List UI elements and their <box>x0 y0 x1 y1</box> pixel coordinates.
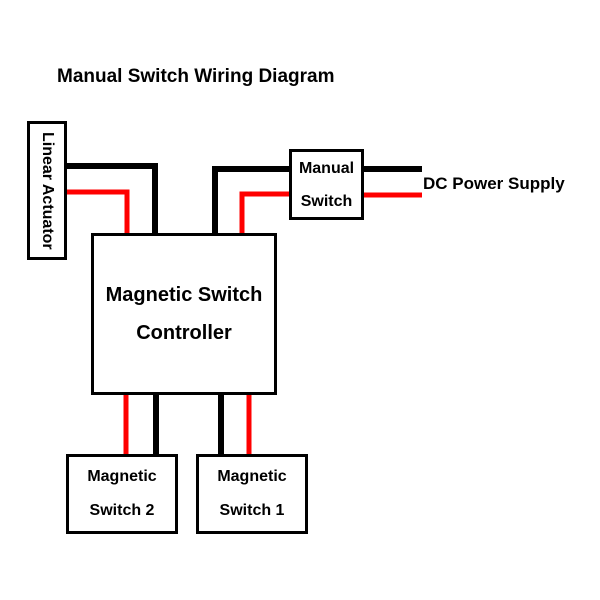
wire-actuator-controller-red <box>66 189 130 235</box>
magnetic-switch-2-label-line1: Magnetic <box>87 468 157 485</box>
magnetic-switch-1-label-line1: Magnetic <box>217 468 287 485</box>
manual-switch-label-line1: Manual <box>298 159 355 177</box>
linear-actuator-label: Linear Actuator <box>39 131 56 250</box>
magnetic-switch-2-box: Magnetic Switch 2 <box>66 454 178 534</box>
controller-label-line2: Controller <box>136 322 232 344</box>
magnetic-switch-1-box: Magnetic Switch 1 <box>196 454 308 534</box>
wire-controller-switch-red <box>239 191 290 235</box>
dc-power-supply-label: DC Power Supply <box>423 174 565 193</box>
diagram-title: Manual Switch Wiring Diagram <box>57 66 335 87</box>
magnetic-switch-2-label-line2: Switch 2 <box>89 502 155 519</box>
linear-actuator-box: Linear Actuator <box>27 121 67 260</box>
controller-box: Magnetic Switch Controller <box>91 233 277 395</box>
manual-switch-box: Manual Switch <box>289 149 364 220</box>
manual-switch-label-line2: Switch <box>300 192 353 210</box>
wire-controller-switch-black <box>212 166 290 235</box>
controller-label-line1: Magnetic Switch <box>105 284 263 306</box>
wire-actuator-controller-black <box>66 163 158 235</box>
magnetic-switch-1-label-line2: Switch 1 <box>219 502 285 519</box>
